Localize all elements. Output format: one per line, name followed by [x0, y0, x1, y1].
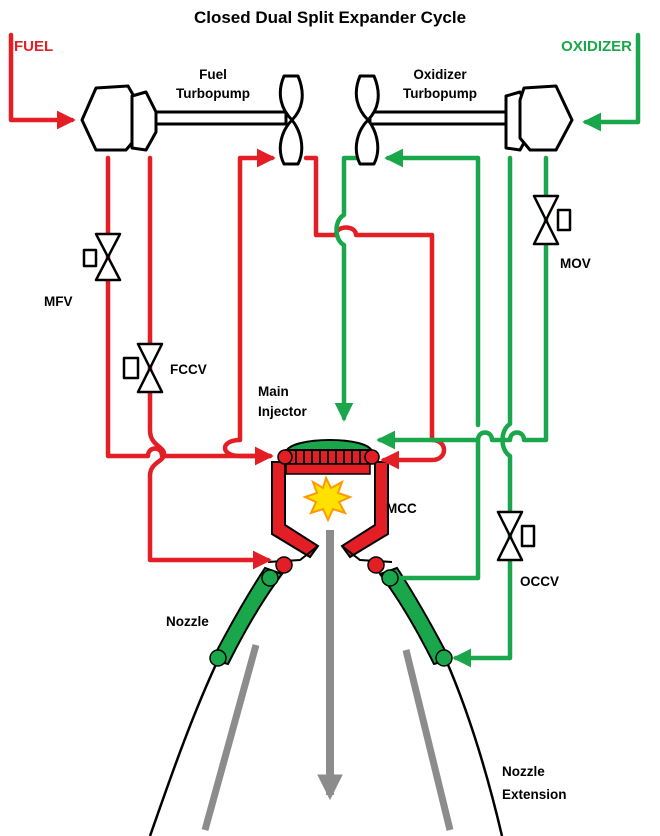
oxidizer-turbopump: [354, 74, 574, 166]
ox-turbopump-label-1: Oxidizer: [413, 67, 467, 82]
fuel-turbopump-label-1: Fuel: [199, 67, 227, 82]
fuel-turbopump-label-2: Turbopump: [176, 86, 250, 101]
nozzle-extension-label-2: Extension: [502, 787, 567, 802]
ox-turbopump-label-2: Turbopump: [403, 86, 477, 101]
fccv-valve-icon: [122, 342, 164, 394]
main-injector-label-1: Main: [258, 384, 289, 399]
mfv-label: MFV: [44, 294, 73, 309]
occv-valve-icon: [496, 510, 536, 562]
main-injector-label-2: Injector: [258, 404, 308, 419]
mov-valve-icon: [532, 194, 572, 246]
nozzle-extension-label-1: Nozzle: [502, 764, 545, 779]
flame-star-icon: [302, 475, 353, 523]
fuel-label: FUEL: [14, 38, 53, 55]
exhaust-arrows: [201, 530, 454, 831]
main-combustion-chamber: [267, 461, 393, 574]
mfv-valve-icon: [82, 232, 122, 282]
fccv-label: FCCV: [170, 362, 207, 377]
nozzle-label: Nozzle: [166, 614, 209, 629]
nozzle-extension: [148, 659, 504, 836]
main-injector: [277, 439, 380, 475]
mcc-label: MCC: [386, 501, 417, 516]
nozzle: [209, 566, 453, 667]
oxidizer-lines: [334, 32, 641, 668]
occv-label: OCCV: [520, 574, 559, 589]
diagram-title: Closed Dual Split Expander Cycle: [194, 8, 466, 27]
mov-label: MOV: [560, 256, 591, 271]
oxidizer-label: OXIDIZER: [561, 38, 632, 55]
fuel-turbopump: [80, 74, 304, 166]
